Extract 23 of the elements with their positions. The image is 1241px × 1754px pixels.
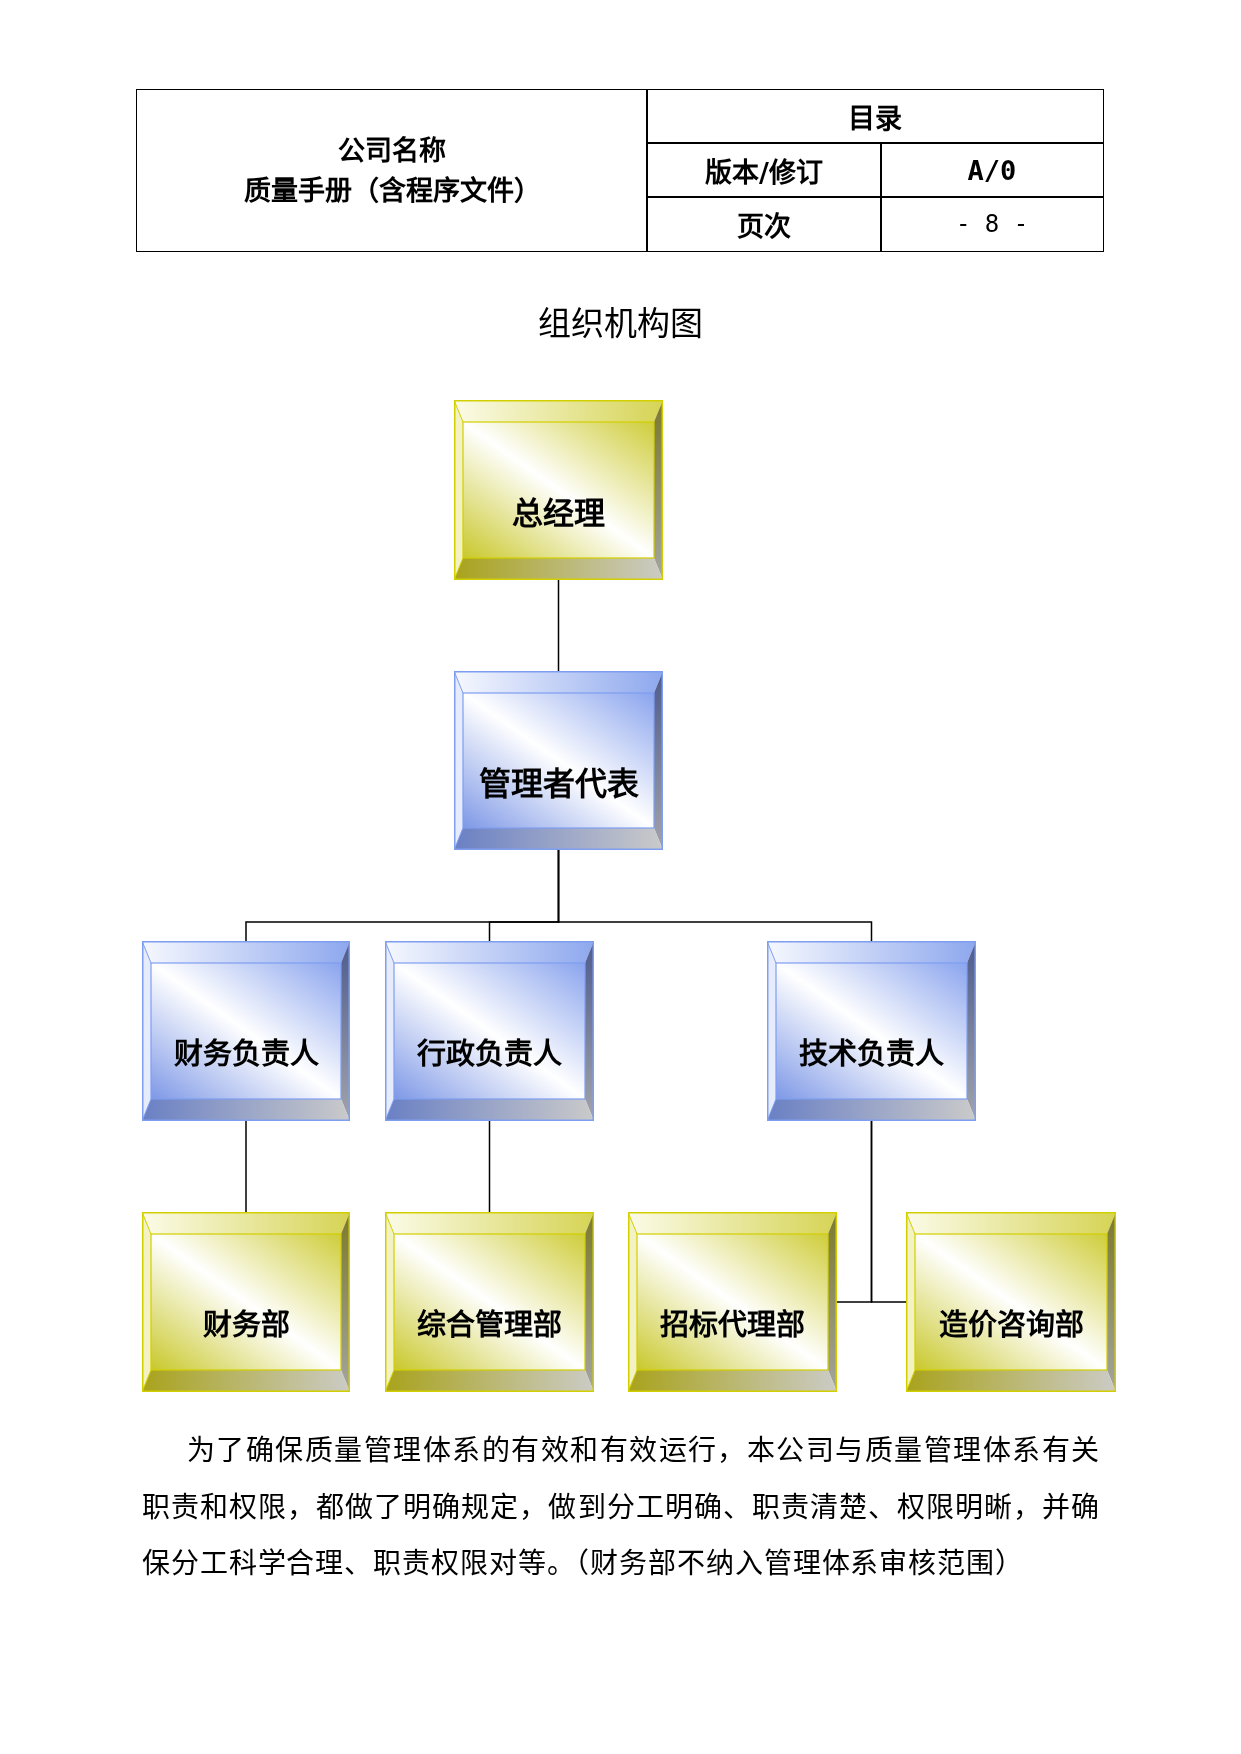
org-chart-box: 招标代理部	[628, 1212, 837, 1392]
org-chart-box: 总经理	[454, 400, 663, 580]
org-chart-box: 造价咨询部	[906, 1212, 1116, 1392]
header-title: 公司名称	[338, 133, 446, 168]
table-cell: 页次	[646, 196, 882, 252]
body-paragraph: 为了确保质量管理体系的有效和有效运行，本公司与质量管理体系有关职责和权限，都做了明确规定，做到分工明确、职责清楚、权限明晰，并确保分工科学合理、职责权限对等。（财务部不纳入管理体系审核范围）	[142, 1434, 1100, 1581]
connector-line	[557, 849, 873, 942]
table-cell: 目录	[646, 89, 1104, 144]
table-cell: 版本/修订	[646, 142, 882, 198]
org-chart-box: 行政负责人	[385, 941, 594, 1121]
org-chart-box: 财务部	[142, 1212, 350, 1392]
connector-line	[870, 1120, 907, 1303]
connector-line	[557, 579, 560, 672]
org-chart-box: 管理者代表	[454, 671, 663, 850]
org-chart-box: 综合管理部	[385, 1212, 594, 1392]
connector-line	[245, 1120, 247, 1213]
connector-line	[488, 1120, 491, 1213]
org-chart-box: 财务负责人	[142, 941, 350, 1121]
header-title: 质量手册（含程序文件）	[243, 173, 541, 208]
table-cell: - 8 -	[880, 196, 1104, 252]
table-cell: A/0	[880, 142, 1104, 198]
org-chart-box: 技术负责人	[767, 941, 976, 1121]
chart-title: 组织机构图	[537, 305, 703, 344]
